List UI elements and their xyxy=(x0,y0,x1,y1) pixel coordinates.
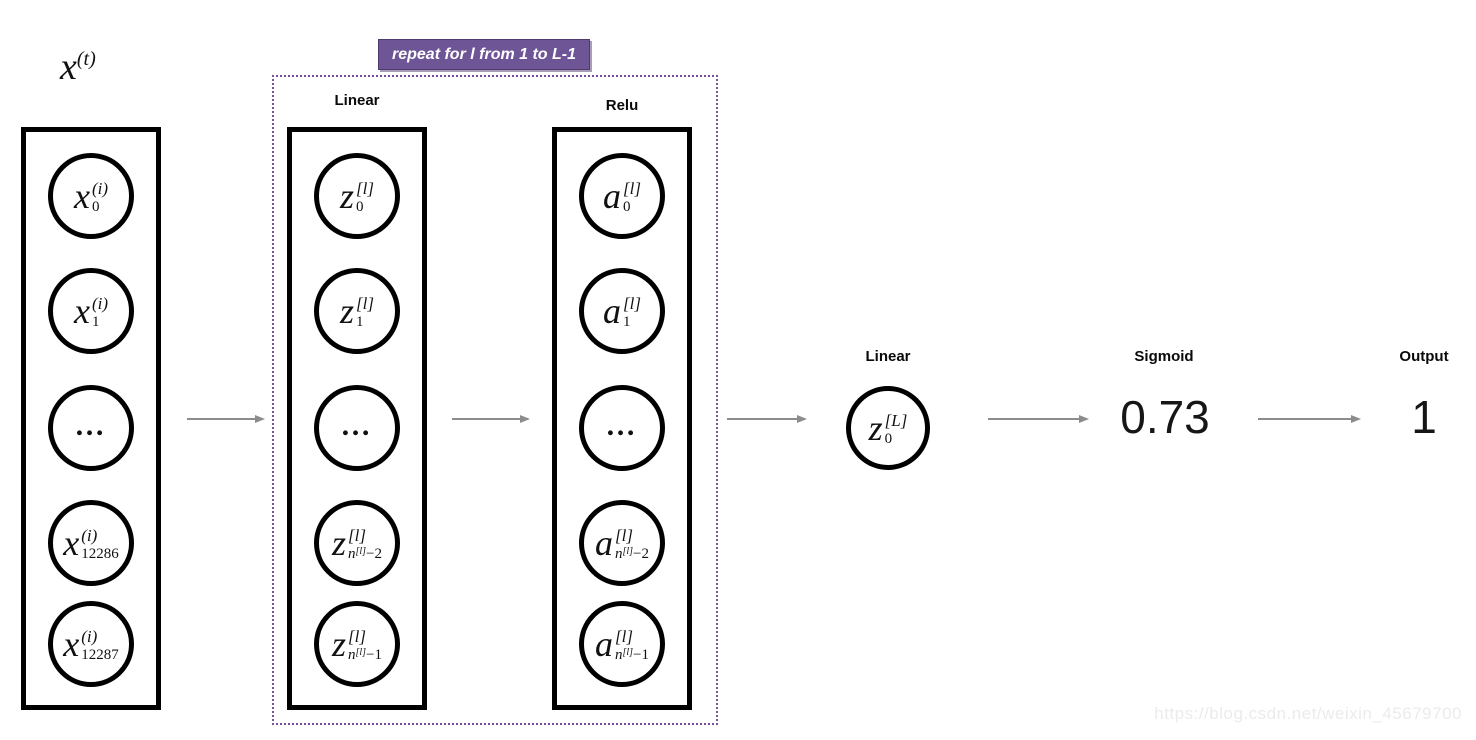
node-label: x xyxy=(73,291,90,331)
node-zL0: z[L]0 xyxy=(846,386,930,470)
node-label: a xyxy=(594,624,613,664)
node-label: x xyxy=(73,176,90,216)
node-x1: x(i)1 xyxy=(48,268,134,354)
linear-column-header: Linear xyxy=(334,92,380,109)
input-column-box: x(i)0 x(i)1 … x(i)12286 x(i)12287 xyxy=(21,127,161,710)
node-label: a xyxy=(603,291,622,331)
node-label: z xyxy=(340,176,355,216)
output-header: Output xyxy=(1399,348,1449,365)
repeat-block-border xyxy=(272,75,718,725)
repeat-banner: repeat for l from 1 to L-1 xyxy=(378,39,591,71)
arrow-linear-to-relu xyxy=(452,415,530,423)
node-label: z xyxy=(340,291,355,331)
output-value: 1 xyxy=(1411,391,1437,443)
relu-column-header: Relu xyxy=(605,97,639,114)
node-a-n-1: a[l]n[l]−1 xyxy=(579,601,665,687)
relu-column-box: a[l]0 a[l]1 … a[l]n[l]−2 a[l]n[l]−1 xyxy=(552,127,692,710)
node-a-n-2: a[l]n[l]−2 xyxy=(579,500,665,586)
node-ellipsis: … xyxy=(314,385,400,471)
arrow-input-to-linear xyxy=(187,415,265,423)
watermark: https://blog.csdn.net/weixin_45679700 xyxy=(1154,704,1462,723)
input-title-sup: (t) xyxy=(76,48,96,70)
node-z0: z[l]0 xyxy=(314,153,400,239)
node-x12287: x(i)12287 xyxy=(48,601,134,687)
node-z-n-2: z[l]n[l]−2 xyxy=(314,500,400,586)
node-label: z xyxy=(331,624,346,664)
node-a1: a[l]1 xyxy=(579,268,665,354)
node-label: z xyxy=(331,523,346,563)
input-title-base: x xyxy=(60,46,77,88)
final-linear-header: Linear xyxy=(865,348,911,365)
node-x12286: x(i)12286 xyxy=(48,500,134,586)
node-label: a xyxy=(603,176,622,216)
node-label: a xyxy=(594,523,613,563)
sigmoid-header: Sigmoid xyxy=(1134,348,1194,365)
node-z1: z[l]1 xyxy=(314,268,400,354)
node-label: x xyxy=(63,624,80,664)
arrow-sigmoid-to-output xyxy=(1258,415,1361,423)
node-label: z xyxy=(868,408,883,448)
node-ellipsis: … xyxy=(48,385,134,471)
input-title: x (t) xyxy=(60,48,96,86)
node-x0: x(i)0 xyxy=(48,153,134,239)
arrow-final-linear-to-sigmoid xyxy=(988,415,1089,423)
node-z-n-1: z[l]n[l]−1 xyxy=(314,601,400,687)
node-a0: a[l]0 xyxy=(579,153,665,239)
node-label: x xyxy=(63,523,80,563)
arrow-relu-to-final-linear xyxy=(727,415,807,423)
linear-column-box: z[l]0 z[l]1 … z[l]n[l]−2 z[l]n[l]−1 xyxy=(287,127,427,710)
node-ellipsis: … xyxy=(579,385,665,471)
sigmoid-value: 0.73 xyxy=(1120,391,1210,443)
